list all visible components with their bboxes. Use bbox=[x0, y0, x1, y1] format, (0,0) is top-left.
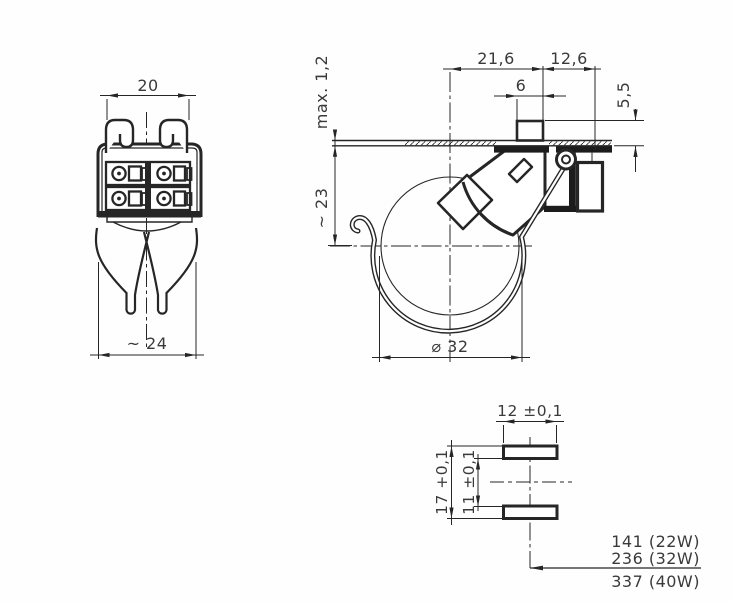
dimension-leg-span bbox=[90, 262, 204, 359]
dim-label-tube-diameter: ⌀ 32 bbox=[431, 337, 468, 356]
retaining-clips bbox=[104, 118, 189, 153]
locating-tab bbox=[515, 119, 545, 142]
socket-collar-arc bbox=[461, 181, 514, 237]
dimension-tube-diameter bbox=[372, 256, 530, 362]
base-slot-top bbox=[502, 444, 559, 460]
socket-nose bbox=[436, 173, 494, 231]
mounting-plate bbox=[332, 139, 612, 147]
dim-label-pin-span: 20 bbox=[137, 76, 158, 95]
holder-bottom-arc bbox=[112, 221, 182, 232]
holder-body-inner-line bbox=[101, 147, 198, 211]
dimension-pin-span bbox=[100, 93, 196, 120]
dim-label-tab-height: 5,5 bbox=[614, 82, 633, 109]
length-row-32w: 236 (32W) bbox=[611, 549, 700, 568]
side-view: 21,6 12,6 6 5,5 max. 1,2 ~ 23 bbox=[312, 49, 644, 362]
front-view: 20 ~ 24 bbox=[90, 76, 204, 359]
dimension-tab-height bbox=[545, 109, 644, 172]
spring-legs bbox=[94, 227, 199, 315]
terminal-divider bbox=[145, 162, 151, 210]
dim-label-offset-a: 21,6 bbox=[477, 49, 515, 68]
flange-bar bbox=[494, 146, 549, 153]
dim-label-plate-thickness: max. 1,2 bbox=[312, 55, 331, 129]
dimension-slot-width bbox=[496, 419, 564, 443]
dimension-tab-width bbox=[494, 93, 566, 120]
dim-label-inner-span: 11 ±0,1 bbox=[460, 449, 478, 515]
socket-slot bbox=[507, 157, 534, 184]
wire-clamp bbox=[349, 166, 566, 334]
dimension-plate-thickness bbox=[328, 129, 352, 246]
dim-label-leg-span: ~ 24 bbox=[127, 334, 168, 353]
holder-bottom-bar bbox=[98, 211, 201, 218]
bottom-bar bbox=[544, 205, 604, 212]
dim-label-outer-span: 17 +0,1 bbox=[433, 449, 451, 515]
length-row-40w: 337 (40W) bbox=[611, 572, 700, 591]
length-leader bbox=[530, 565, 701, 571]
pivot-pin bbox=[555, 148, 577, 171]
dim-label-slot-width: 12 ±0,1 bbox=[497, 402, 563, 420]
right-wall bbox=[569, 152, 576, 207]
base-view: 12 ±0,1 17 +0,1 11 ±0,1 141 (22W) 236 (3… bbox=[433, 402, 701, 591]
latch-block bbox=[575, 160, 605, 213]
dim-label-center-depth: ~ 23 bbox=[312, 188, 331, 229]
dimension-top-offsets bbox=[443, 66, 601, 150]
length-row-22w: 141 (22W) bbox=[611, 532, 700, 551]
dimension-inner-span bbox=[474, 454, 502, 511]
base-slot-bottom bbox=[502, 504, 559, 520]
dim-label-offset-b: 12,6 bbox=[550, 49, 588, 68]
dim-label-tab-width: 6 bbox=[516, 76, 527, 95]
dimension-outer-span bbox=[447, 440, 502, 525]
holder-bottom-step bbox=[106, 217, 193, 223]
terminal-block bbox=[104, 160, 193, 212]
lamp-tube-circle bbox=[380, 176, 520, 316]
top-right-bar bbox=[556, 146, 612, 153]
